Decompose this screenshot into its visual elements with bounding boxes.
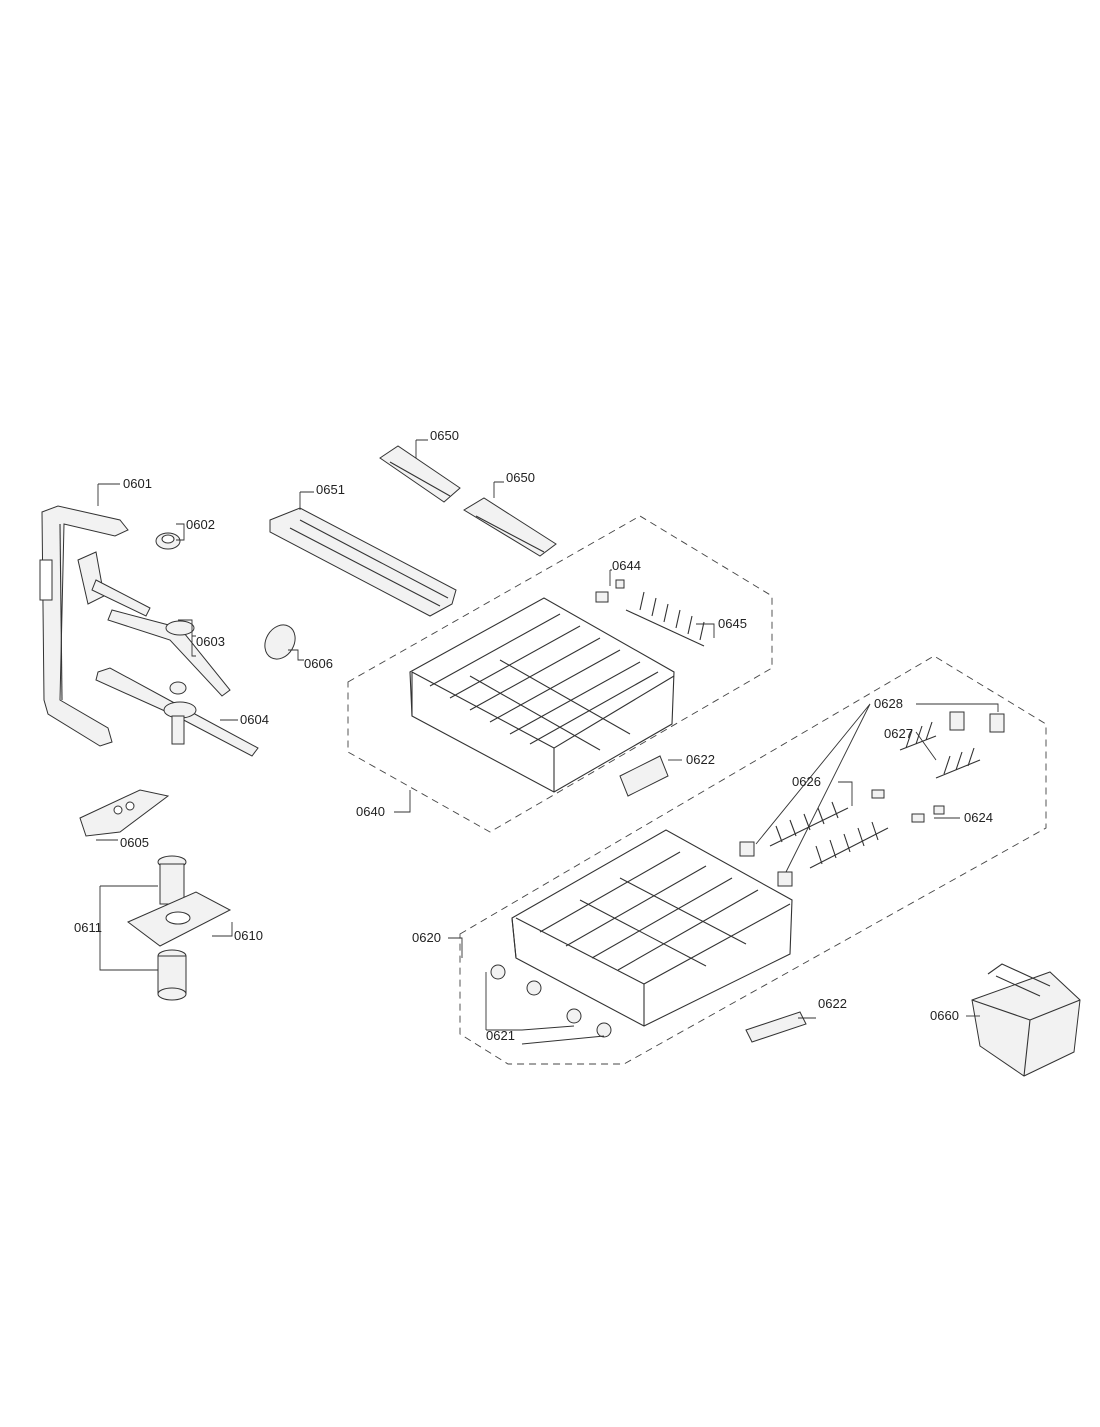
callout-0610: 0610 <box>234 928 263 943</box>
cutlery-tray-insert-1 <box>379 445 461 503</box>
callout-0604: 0604 <box>240 712 269 727</box>
callout-0645: 0645 <box>718 616 747 631</box>
micro-filter-cylinder <box>157 949 187 1001</box>
callout-0601: 0601 <box>123 476 152 491</box>
callout-0620: 0620 <box>412 930 441 945</box>
spray-disc <box>264 624 296 660</box>
handle-upper <box>619 755 669 797</box>
callout-0628: 0628 <box>874 696 903 711</box>
rail-clip <box>595 579 625 603</box>
callout-0651: 0651 <box>316 482 345 497</box>
small-clips <box>871 789 945 823</box>
spray-arm-bearing <box>155 532 181 550</box>
callout-0624: 0624 <box>964 810 993 825</box>
callout-leaders <box>96 439 999 1045</box>
callout-0603: 0603 <box>196 634 225 649</box>
callout-0602: 0602 <box>186 517 215 532</box>
lower-basket-group-outline <box>459 655 1047 1065</box>
callout-0644: 0644 <box>612 558 641 573</box>
tine-row-right <box>899 721 981 779</box>
callout-0605: 0605 <box>120 835 149 850</box>
fine-filter <box>127 855 232 947</box>
callout-0611: 0611 <box>74 920 102 935</box>
filter-cover <box>79 789 170 837</box>
cutlery-basket <box>971 963 1081 1077</box>
upper-basket <box>409 597 675 793</box>
callout-0650-left: 0650 <box>430 428 459 443</box>
folding-tines-upper <box>625 591 705 647</box>
tine-holders <box>739 711 1005 887</box>
tine-row-left <box>769 801 889 869</box>
cutlery-tray-insert-2 <box>463 497 557 557</box>
spray-arm-supply-pipe <box>39 505 129 747</box>
callout-0660: 0660 <box>930 1008 959 1023</box>
callout-0621: 0621 <box>486 1028 515 1043</box>
cutlery-tray-large <box>269 507 457 617</box>
callout-0627: 0627 <box>884 726 913 741</box>
callout-0650-right: 0650 <box>506 470 535 485</box>
callout-0622-upper: 0622 <box>686 752 715 767</box>
lower-spray-arm <box>95 667 259 757</box>
callout-0640: 0640 <box>356 804 385 819</box>
upper-spray-arm <box>77 551 231 697</box>
callout-labels: 0601 0602 0603 0604 0605 0606 0610 0611 … <box>74 428 993 1043</box>
lower-basket <box>511 829 793 1027</box>
wheels <box>490 964 612 1038</box>
handle-lower <box>745 1011 807 1043</box>
callout-0622-lower: 0622 <box>818 996 847 1011</box>
callout-0606: 0606 <box>304 656 333 671</box>
callout-0626: 0626 <box>792 774 821 789</box>
